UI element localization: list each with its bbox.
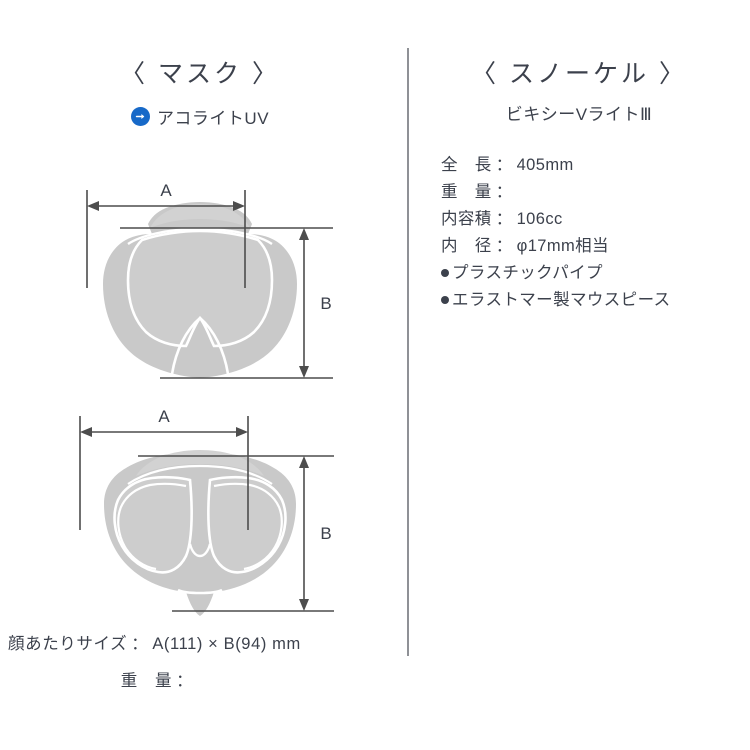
mask-weight-label: 重 量 [120,672,173,690]
mask-single-lens-diagram: A B [0,178,400,403]
spec-value: 405mm [516,156,574,174]
spec-value: 106cc [516,210,563,228]
mask-model-row: アコライトUV [0,104,400,129]
feature-row: プラスチックパイプ [441,260,750,287]
mask-model-name: アコライトUV [156,109,270,128]
face-size-value: A(111) × B(94) mm [152,635,301,653]
mask-body-twin [104,450,296,616]
dimension-b-twin [138,455,334,612]
spec-label: 内 径 [441,237,492,255]
snorkel-spec-list: 全 長：405mm 重 量： 内容積：106cc 内 径：φ17mm相当 プラス… [441,152,750,314]
mask-body-single [103,202,297,378]
spec-row: 重 量： [441,179,750,206]
mask-weight-separator: ： [176,672,194,690]
mask-column: 〈 マスク 〉 アコライトUV [0,60,400,691]
spec-separator: ： [495,183,513,201]
spec-separator: ： [495,237,513,255]
spec-row: 内 径：φ17mm相当 [441,233,750,260]
dimension-a-single [86,190,246,288]
face-size-row: 顔あたりサイズ：A(111) × B(94) mm [0,630,400,654]
spec-separator: ： [495,210,513,228]
spec-label: 全 長 [441,156,492,174]
column-divider [407,48,409,656]
dimension-b-label-twin: B [320,524,331,543]
snorkel-column: 〈 スノーケル 〉 ビキシーVライトⅢ 全 長：405mm 重 量： 内容積：1… [408,0,750,750]
bullet-dot-icon [441,296,449,304]
dimension-b-label-single: B [320,294,331,313]
spec-row: 内容積：106cc [441,206,750,233]
snorkel-model-name: ビキシーVライトⅢ [505,105,653,124]
dimension-a-label-twin: A [158,407,170,426]
face-size-separator: ： [131,635,149,653]
dimension-a-twin [79,416,249,530]
spec-label: 内容積 [441,210,492,228]
dimension-a-label-single: A [160,181,172,200]
bullet-dot-icon [441,269,449,277]
arrow-right-circle-icon [130,107,150,126]
mask-weight-row: 重 量： [0,667,400,691]
feature-label: エラストマー製マウスピース [452,291,671,309]
spec-row: 全 長：405mm [441,152,750,179]
spec-separator: ： [495,156,513,174]
face-size-label: 顔あたりサイズ [8,635,128,653]
mask-panel-title: 〈 マスク 〉 [120,60,280,88]
spec-value: φ17mm相当 [516,237,609,255]
mask-footer: 顔あたりサイズ：A(111) × B(94) mm 重 量： [0,630,400,691]
feature-label: プラスチックパイプ [452,264,603,282]
snorkel-panel-title: 〈 スノーケル 〉 [471,60,687,88]
mask-twin-lens-diagram: A B [0,404,400,634]
feature-row: エラストマー製マウスピース [441,287,750,314]
spec-label: 重 量 [441,183,492,201]
dimension-b-single [120,227,333,379]
